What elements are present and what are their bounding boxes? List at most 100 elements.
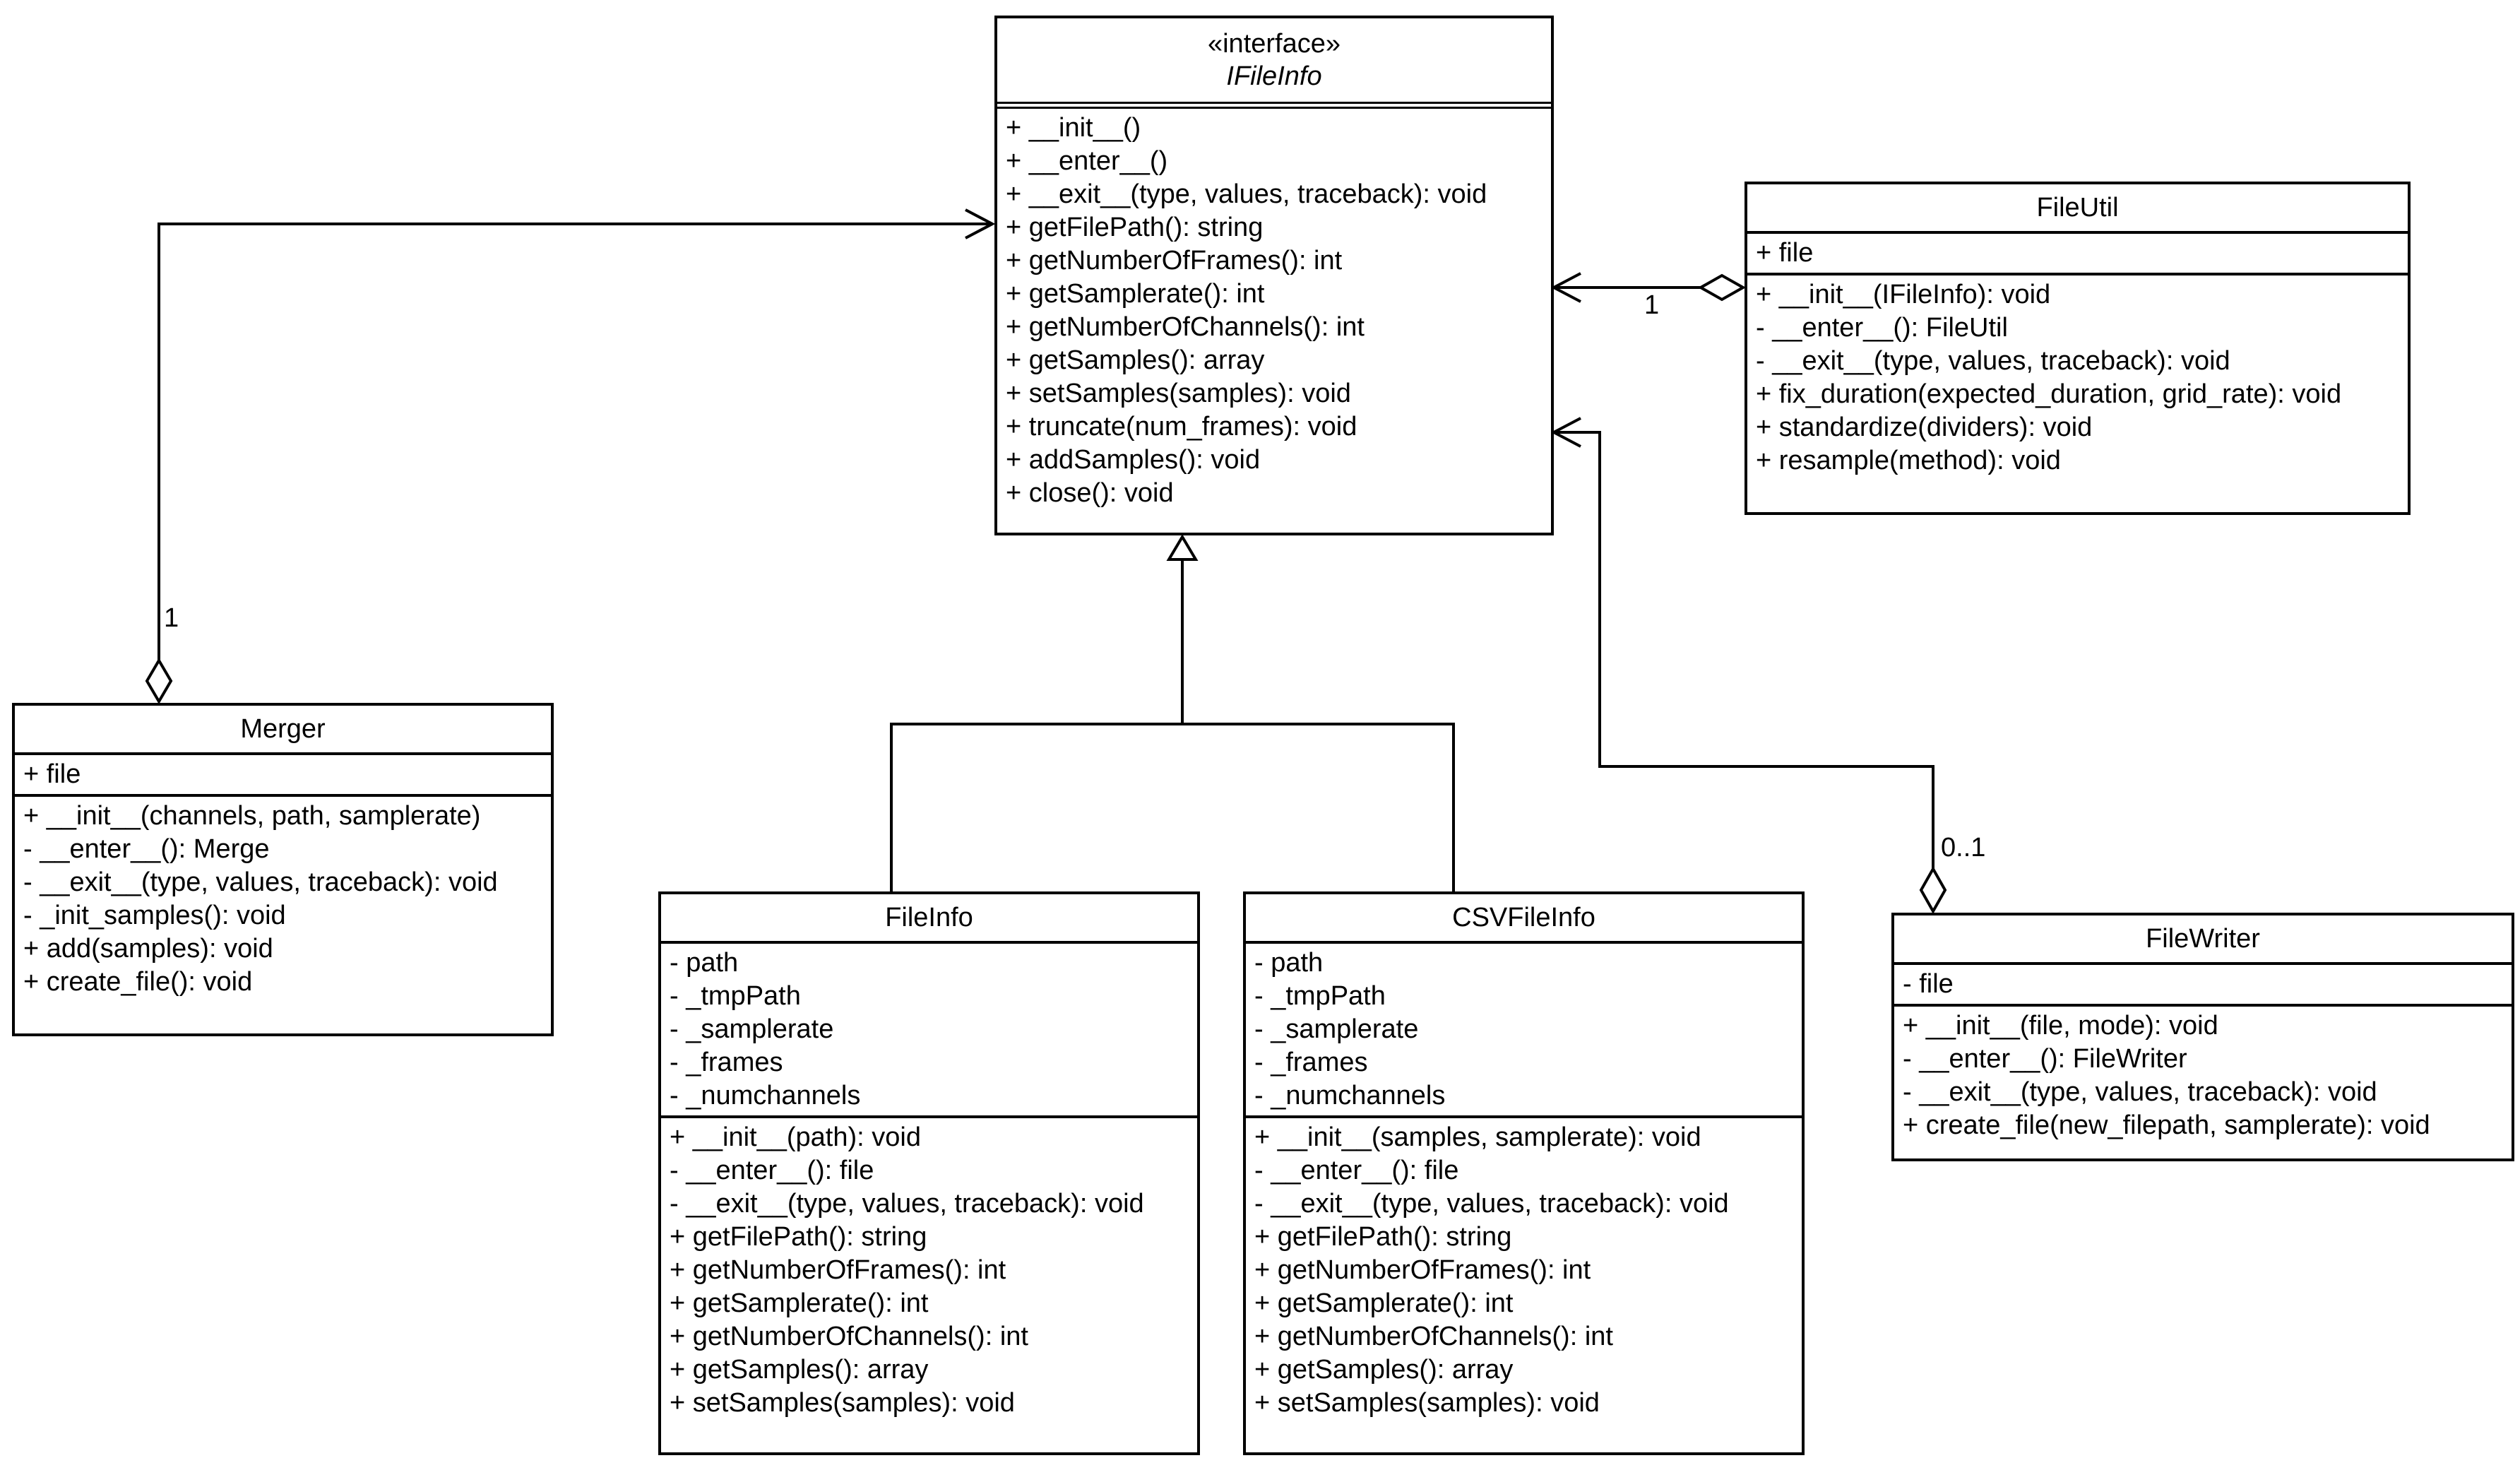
- attribute-item: - _frames: [670, 1048, 783, 1077]
- method-item: + resample(method): void: [1756, 446, 2061, 475]
- attribute-item: - _tmpPath: [1254, 981, 1386, 1011]
- attributes-section: - path - _tmpPath - _samplerate - _frame…: [661, 944, 1197, 1118]
- multiplicity-filewriter: 0..1: [1941, 833, 1986, 863]
- method-item: + __init__(file, mode): void: [1903, 1011, 2218, 1041]
- class-name: FileInfo: [885, 902, 973, 932]
- methods-section: + __init__(path): void - __enter__(): fi…: [661, 1118, 1197, 1423]
- method-item: - __enter__(): file: [670, 1156, 874, 1185]
- class-name: Merger: [240, 713, 326, 744]
- method-item: + getFilePath(): string: [1254, 1222, 1512, 1252]
- method-item: + fix_duration(expected_duration, grid_r…: [1756, 379, 2342, 409]
- attribute-item: - _numchannels: [1254, 1081, 1446, 1110]
- method-item: + truncate(num_frames): void: [1006, 412, 1357, 441]
- method-item: + __enter__(): [1006, 146, 1168, 176]
- method-item: + __init__(samples, samplerate): void: [1254, 1122, 1701, 1152]
- class-header: Merger: [15, 706, 551, 755]
- attribute-item: - _frames: [1254, 1048, 1368, 1077]
- attribute-item: - path: [670, 948, 739, 978]
- stereotype-label: «interface»: [1207, 29, 1341, 59]
- attributes-section: + file: [1747, 234, 2408, 275]
- class-merger[interactable]: Merger + file + __init__(channels, path,…: [12, 703, 554, 1036]
- method-item: - __enter__(): FileUtil: [1756, 313, 2008, 343]
- method-item: - __exit__(type, values, traceback): voi…: [23, 867, 498, 897]
- method-item: + __exit__(type, values, traceback): voi…: [1006, 179, 1487, 209]
- multiplicity-merger: 1: [164, 603, 179, 633]
- method-item: + create_file(): void: [23, 967, 253, 997]
- class-header: FileInfo: [661, 894, 1197, 944]
- method-item: + getSamplerate(): int: [1006, 279, 1265, 309]
- class-header: FileUtil: [1747, 184, 2408, 234]
- method-item: + setSamples(samples): void: [670, 1388, 1015, 1418]
- class-ifileinfo[interactable]: «interface» IFileInfo + __init__() + __e…: [994, 16, 1554, 535]
- class-fileutil[interactable]: FileUtil + file + __init__(IFileInfo): v…: [1745, 182, 2411, 515]
- method-item: - _init_samples(): void: [23, 901, 286, 930]
- method-item: + __init__(channels, path, samplerate): [23, 801, 481, 831]
- method-item: + getSamplerate(): int: [670, 1288, 929, 1318]
- methods-section: + __init__(IFileInfo): void - __enter__(…: [1747, 275, 2408, 480]
- method-item: + create_file(new_filepath, samplerate):…: [1903, 1110, 2430, 1140]
- class-header: CSVFileInfo: [1246, 894, 1802, 944]
- method-item: - __exit__(type, values, traceback): voi…: [670, 1189, 1144, 1219]
- class-header: FileWriter: [1894, 915, 2512, 965]
- fileutil-arrow-head: [1550, 272, 1581, 303]
- filewriter-aggregation-line: [1554, 431, 1934, 869]
- attribute-item: - _samplerate: [1254, 1014, 1419, 1044]
- class-name: FileUtil: [2036, 192, 2119, 223]
- attribute-item: - path: [1254, 948, 1324, 978]
- method-item: + getFilePath(): string: [1006, 213, 1264, 242]
- class-name: IFileInfo: [1226, 61, 1322, 91]
- methods-section: + __init__() + __enter__() + __exit__(ty…: [997, 109, 1551, 513]
- method-item: + getSamplerate(): int: [1254, 1288, 1514, 1318]
- method-item: - __exit__(type, values, traceback): voi…: [1756, 346, 2230, 376]
- attribute-item: - _tmpPath: [670, 981, 801, 1011]
- method-item: - __enter__(): Merge: [23, 834, 270, 864]
- fileutil-aggregation-diamond: [1697, 273, 1747, 302]
- class-name: FileWriter: [2146, 923, 2260, 954]
- merger-aggregation-diamond: [145, 658, 173, 704]
- generalization-triangle: [1166, 534, 1199, 561]
- method-item: + standardize(dividers): void: [1756, 413, 2093, 442]
- methods-section: + __init__(channels, path, samplerate) -…: [15, 797, 551, 1002]
- class-header: «interface» IFileInfo: [997, 18, 1551, 109]
- method-item: + add(samples): void: [23, 934, 273, 964]
- class-csvfileinfo[interactable]: CSVFileInfo - path - _tmpPath - _sampler…: [1243, 891, 1805, 1455]
- methods-section: + __init__(file, mode): void - __enter__…: [1894, 1007, 2512, 1145]
- attributes-section: - file: [1894, 965, 2512, 1007]
- method-item: + getNumberOfFrames(): int: [1254, 1255, 1591, 1285]
- filewriter-aggregation-diamond: [1919, 865, 1947, 915]
- merger-aggregation-line: [158, 223, 992, 660]
- attribute-item: + file: [23, 759, 81, 789]
- method-item: + setSamples(samples): void: [1006, 379, 1351, 408]
- class-fileinfo[interactable]: FileInfo - path - _tmpPath - _samplerate…: [658, 891, 1200, 1455]
- method-item: - __exit__(type, values, traceback): voi…: [1903, 1077, 2377, 1107]
- method-item: + getFilePath(): string: [670, 1222, 927, 1252]
- method-item: + getNumberOfFrames(): int: [1006, 246, 1343, 275]
- method-item: + getNumberOfChannels(): int: [1006, 312, 1365, 342]
- methods-section: + __init__(samples, samplerate): void - …: [1246, 1118, 1802, 1423]
- attribute-item: - _samplerate: [670, 1014, 834, 1044]
- method-item: + setSamples(samples): void: [1254, 1388, 1600, 1418]
- generalization-tree: [890, 723, 1455, 894]
- method-item: + getNumberOfChannels(): int: [670, 1322, 1028, 1351]
- multiplicity-fileutil: 1: [1644, 290, 1660, 320]
- attribute-item: - _numchannels: [670, 1081, 861, 1110]
- attributes-section: + file: [15, 755, 551, 797]
- method-item: + getSamples(): array: [1006, 345, 1265, 375]
- class-name: CSVFileInfo: [1452, 902, 1595, 932]
- method-item: + __init__(IFileInfo): void: [1756, 280, 2051, 309]
- attribute-item: - file: [1903, 969, 1954, 999]
- filewriter-arrow-head: [1550, 417, 1581, 448]
- method-item: + close(): void: [1006, 478, 1174, 508]
- method-item: + __init__(): [1006, 113, 1141, 143]
- class-filewriter[interactable]: FileWriter - file + __init__(file, mode)…: [1891, 913, 2514, 1161]
- method-item: + addSamples(): void: [1006, 445, 1261, 475]
- attributes-section: - path - _tmpPath - _samplerate - _frame…: [1246, 944, 1802, 1118]
- method-item: - __exit__(type, values, traceback): voi…: [1254, 1189, 1729, 1219]
- method-item: + getNumberOfChannels(): int: [1254, 1322, 1613, 1351]
- method-item: + __init__(path): void: [670, 1122, 921, 1152]
- method-item: - __enter__(): FileWriter: [1903, 1044, 2187, 1074]
- attribute-item: + file: [1756, 238, 1814, 268]
- method-item: - __enter__(): file: [1254, 1156, 1459, 1185]
